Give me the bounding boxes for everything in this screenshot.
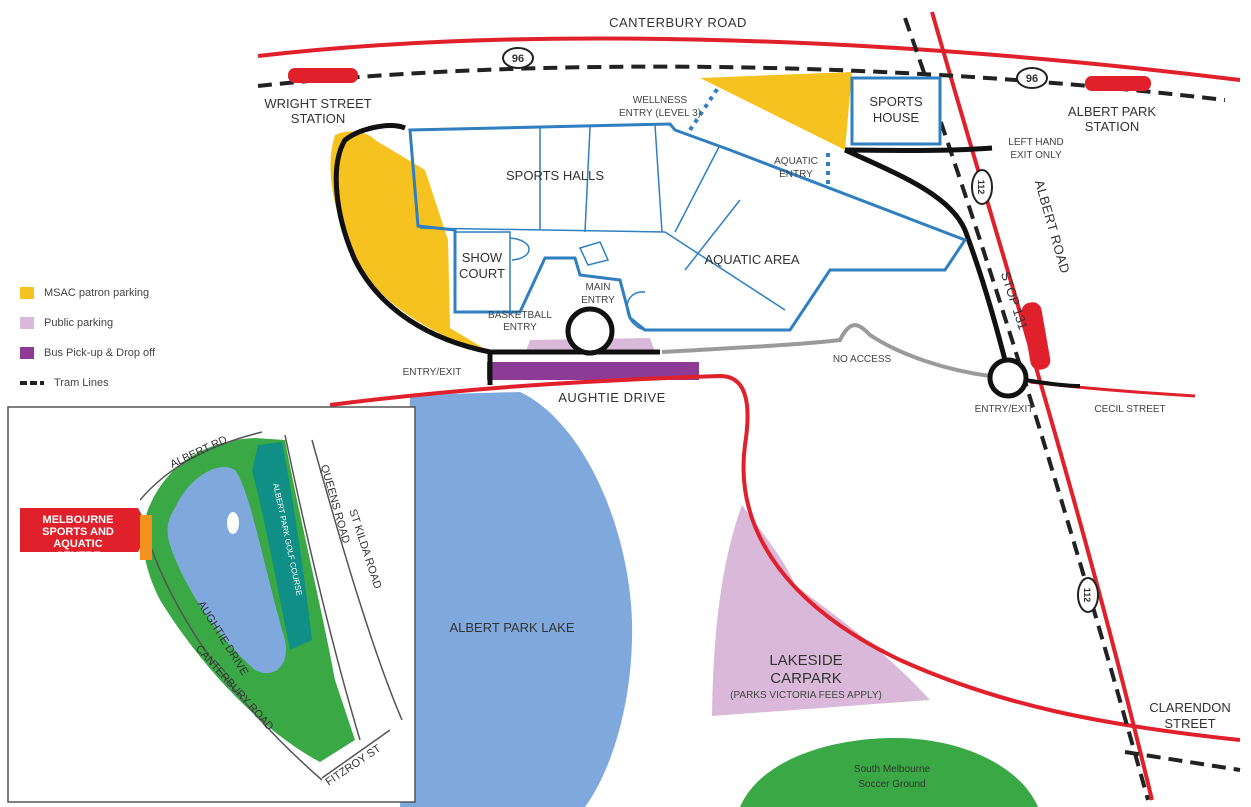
- sports-house-label: SPORTS: [869, 94, 923, 109]
- svg-text:112: 112: [976, 180, 986, 195]
- entry-exit-label: ENTRY/EXIT: [975, 404, 1034, 415]
- aquatic-entry-label: ENTRY: [779, 169, 813, 180]
- inset-island: [227, 512, 239, 534]
- lake-label: ALBERT PARK LAKE: [449, 620, 574, 635]
- inset-msac-label: SPORTS AND: [42, 526, 114, 538]
- stop-131-label: STOP 131: [998, 270, 1031, 332]
- no-access-label: NO ACCESS: [833, 354, 892, 365]
- inset-msac-label: MELBOURNE: [43, 514, 114, 526]
- inset-albert-rd: [139, 431, 263, 501]
- route-96-badge: 96: [1016, 67, 1048, 89]
- route-112-badge: 112: [1077, 577, 1099, 613]
- left-hand-exit-road: [844, 145, 993, 153]
- aquatic-area-label: AQUATIC AREA: [704, 252, 799, 267]
- inset-queens-road: [284, 434, 361, 741]
- legend-label: Bus Pick-up & Drop off: [44, 347, 156, 359]
- west-access-road: [333, 123, 493, 385]
- clarendon-street-label: CLARENDON: [1149, 700, 1231, 715]
- svg-text:112: 112: [1082, 588, 1092, 603]
- legend-label: MSAC patron parking: [44, 287, 150, 299]
- map-legend: MSAC patron parking Public parking Bus P…: [20, 278, 220, 398]
- sports-house-label: HOUSE: [873, 110, 920, 125]
- soccer-ground[interactable]: [740, 738, 1038, 807]
- lakeside-carpark-label: CARPARK: [770, 670, 841, 687]
- entry-exit-label: ENTRY/EXIT: [403, 367, 462, 378]
- inset-golf-course[interactable]: [252, 442, 312, 650]
- inset-lake[interactable]: [167, 466, 286, 674]
- cecil-street-label: CECIL STREET: [1094, 404, 1165, 415]
- msac-patron-parking-west[interactable]: [330, 131, 490, 352]
- wright-street-station-marker[interactable]: [288, 68, 358, 83]
- basketball-entry-label: BASKETBALL: [488, 310, 552, 321]
- lakeside-fees-label: (PARKS VICTORIA FEES APPLY): [730, 690, 882, 701]
- legend-swatch: [20, 287, 34, 299]
- legend-swatch: [20, 347, 34, 359]
- route-96-badge: 96: [502, 47, 534, 69]
- albert-road-label: ALBERT ROAD: [1032, 178, 1073, 275]
- aughtie-drive: [329, 373, 1241, 742]
- msac-patron-parking-north[interactable]: [700, 72, 852, 150]
- show-court-label: COURT: [459, 266, 505, 281]
- bus-pickup-dropoff[interactable]: [487, 362, 699, 380]
- no-access-path: [661, 323, 991, 378]
- wright-street-station-label: WRIGHT STREET: [264, 96, 371, 111]
- east-access-road: [843, 147, 1011, 373]
- clarendon-street-label: STREET: [1164, 716, 1215, 731]
- svg-text:96: 96: [1026, 73, 1038, 85]
- canterbury-road-label: CANTERBURY ROAD: [609, 15, 747, 30]
- stop-131-marker[interactable]: [1020, 301, 1052, 371]
- route-112-badge: 112: [971, 169, 993, 205]
- legend-swatch: [20, 317, 34, 329]
- main-entry-label: MAIN: [586, 282, 611, 293]
- soccer-ground-label: Soccer Ground: [858, 779, 925, 790]
- cecil-link-road: [1024, 378, 1081, 388]
- legend-label: Tram Lines: [54, 377, 109, 389]
- wright-street-station-label: STATION: [291, 111, 345, 126]
- inset-canterbury-road: [144, 529, 323, 781]
- basketball-entry-label: ENTRY: [503, 322, 537, 333]
- building-interior-lines: [419, 124, 786, 331]
- inset-msac-marker[interactable]: [20, 508, 150, 552]
- sports-halls-label: SPORTS HALLS: [506, 168, 604, 183]
- legend-item: MSAC patron parking: [20, 278, 220, 308]
- legend-label: Public parking: [44, 317, 114, 329]
- aughtie-drive-label: AUGHTIE DRIVE: [558, 390, 666, 405]
- sports-house-building[interactable]: [850, 76, 942, 146]
- soccer-ground-label: South Melbourne: [854, 764, 931, 775]
- albert-park-station-label: ALBERT PARK: [1068, 104, 1156, 119]
- albert-park-station-label: STATION: [1085, 119, 1139, 134]
- inset-msac-label: AQUATIC: [53, 538, 102, 550]
- canterbury-road: [257, 36, 1241, 82]
- legend-tram-dash: [20, 381, 44, 385]
- left-hand-exit-label: LEFT HAND: [1008, 137, 1063, 148]
- legend-item: Public parking: [20, 308, 220, 338]
- east-entry-roundabout[interactable]: [987, 357, 1029, 399]
- legend-item: Bus Pick-up & Drop off: [20, 338, 220, 368]
- inset-msac-label: CENTRE: [55, 550, 100, 562]
- wellness-entry-label: ENTRY (LEVEL 3): [619, 108, 701, 119]
- inset-map: MELBOURNE SPORTS AND AQUATIC CENTRE ALBE…: [7, 406, 416, 803]
- inset-fitzroy-st: [321, 729, 391, 779]
- inset-msac-location: [140, 515, 152, 560]
- svg-text:96: 96: [512, 53, 524, 65]
- albert-park-lake[interactable]: [400, 392, 633, 807]
- lakeside-carpark-label: LAKESIDE: [769, 652, 842, 669]
- show-court-label: SHOW: [462, 250, 503, 265]
- aquatic-entry-label: AQUATIC: [774, 156, 818, 167]
- main-entry-label: ENTRY: [581, 295, 615, 306]
- legend-item: Tram Lines: [20, 368, 220, 398]
- tram-line-clarendon: [1124, 750, 1241, 772]
- albert-park-station-marker[interactable]: [1085, 76, 1151, 91]
- main-entry-roundabout[interactable]: [565, 306, 615, 356]
- tram-line-canterbury: [257, 64, 1226, 102]
- left-hand-exit-label: EXIT ONLY: [1010, 150, 1062, 161]
- msac-building-outline: [408, 122, 968, 332]
- wellness-entry-label: WELLNESS: [633, 95, 688, 106]
- inset-st-kilda-road: [311, 439, 403, 721]
